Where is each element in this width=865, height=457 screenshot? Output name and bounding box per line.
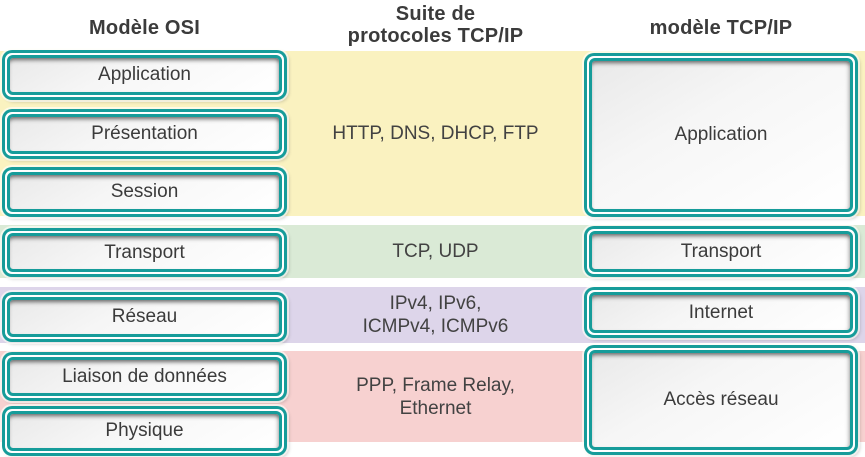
layer-box-face: Transport [7, 233, 282, 272]
column-header-osi-model: Modèle OSI [89, 17, 200, 39]
layer-box-ring: Application [5, 53, 284, 97]
layer-box-ring: Session [5, 170, 284, 214]
osi-layer-label: Physique [105, 420, 184, 441]
layer-box-face: Internet [589, 292, 853, 333]
tcpip-layer-internet: Internet [584, 287, 858, 338]
layer-box-face: Session [7, 172, 282, 212]
protocol-line: ICMPv4, ICMPv6 [362, 316, 509, 337]
tcpip-layer-label: Application [674, 124, 768, 145]
osi-layer-label: Présentation [91, 123, 198, 144]
layer-box-ring: Présentation [5, 112, 284, 156]
protocol-line: IPv4, IPv6, [389, 293, 482, 314]
osi-layer-label: Réseau [111, 306, 178, 327]
tcpip-layer-transport: Transport [584, 226, 858, 277]
protocol-line: TCP, UDP [392, 241, 479, 262]
osi-layer-label: Session [110, 181, 179, 202]
layer-box-face: Présentation [7, 114, 282, 154]
tcpip-layer-application: Application [584, 53, 858, 217]
osi-layer-label: Application [98, 64, 191, 85]
layer-box-ring: Liaison de données [5, 355, 284, 398]
protocol-line: PPP, Frame Relay, [356, 374, 515, 396]
osi-layer-label: Liaison de données [62, 365, 227, 387]
layer-box-ring: Accès réseau [587, 348, 855, 452]
osi-layer-physical: Physique [2, 406, 287, 456]
osi-layer-data-link: Liaison de données [2, 352, 287, 401]
protocol-line: Ethernet [399, 397, 472, 419]
osi-layer-application: Application [2, 50, 287, 100]
layer-box-face: Accès réseau [589, 350, 853, 450]
protocol-list-internet: IPv4, IPv6, ICMPv4, ICMPv6 [287, 287, 584, 343]
protocol-list-transport: TCP, UDP [287, 225, 584, 278]
layer-box-face: Application [7, 55, 282, 95]
layer-box-ring: Transport [5, 231, 284, 274]
layer-box-face: Transport [589, 231, 853, 272]
layer-box-ring: Physique [5, 409, 284, 453]
protocol-list-application: HTTP, DNS, DHCP, FTP [287, 51, 584, 216]
layer-box-ring: Internet [587, 290, 855, 335]
layer-box-face: Réseau [7, 297, 282, 337]
protocol-list-network-access: PPP, Frame Relay, Ethernet [287, 351, 584, 442]
column-header-protocol-suite-line1: Suite de [395, 3, 476, 25]
osi-layer-network: Réseau [2, 292, 287, 342]
osi-layer-presentation: Présentation [2, 109, 287, 159]
column-header-protocol-suite: Suite de protocoles TCP/IP [287, 3, 584, 47]
layer-box-face: Application [589, 58, 853, 212]
column-header-protocol-suite-line2: protocoles TCP/IP [347, 25, 524, 47]
layer-box-ring: Transport [587, 229, 855, 274]
tcpip-layer-label: Internet [688, 301, 754, 323]
layer-box-ring: Réseau [5, 295, 284, 339]
osi-layer-transport: Transport [2, 228, 287, 277]
protocol-line: HTTP, DNS, DHCP, FTP [332, 123, 539, 144]
layer-box-ring: Application [587, 56, 855, 214]
layer-box-face: Liaison de données [7, 357, 282, 396]
tcpip-layer-label: Transport [680, 240, 762, 262]
column-header-tcpip-model: modèle TCP/IP [649, 17, 793, 39]
tcpip-layer-network-access: Accès réseau [584, 345, 858, 455]
layer-box-face: Physique [7, 411, 282, 451]
tcpip-layer-label: Accès réseau [663, 389, 779, 410]
osi-layer-label: Transport [104, 241, 185, 263]
osi-layer-session: Session [2, 167, 287, 217]
